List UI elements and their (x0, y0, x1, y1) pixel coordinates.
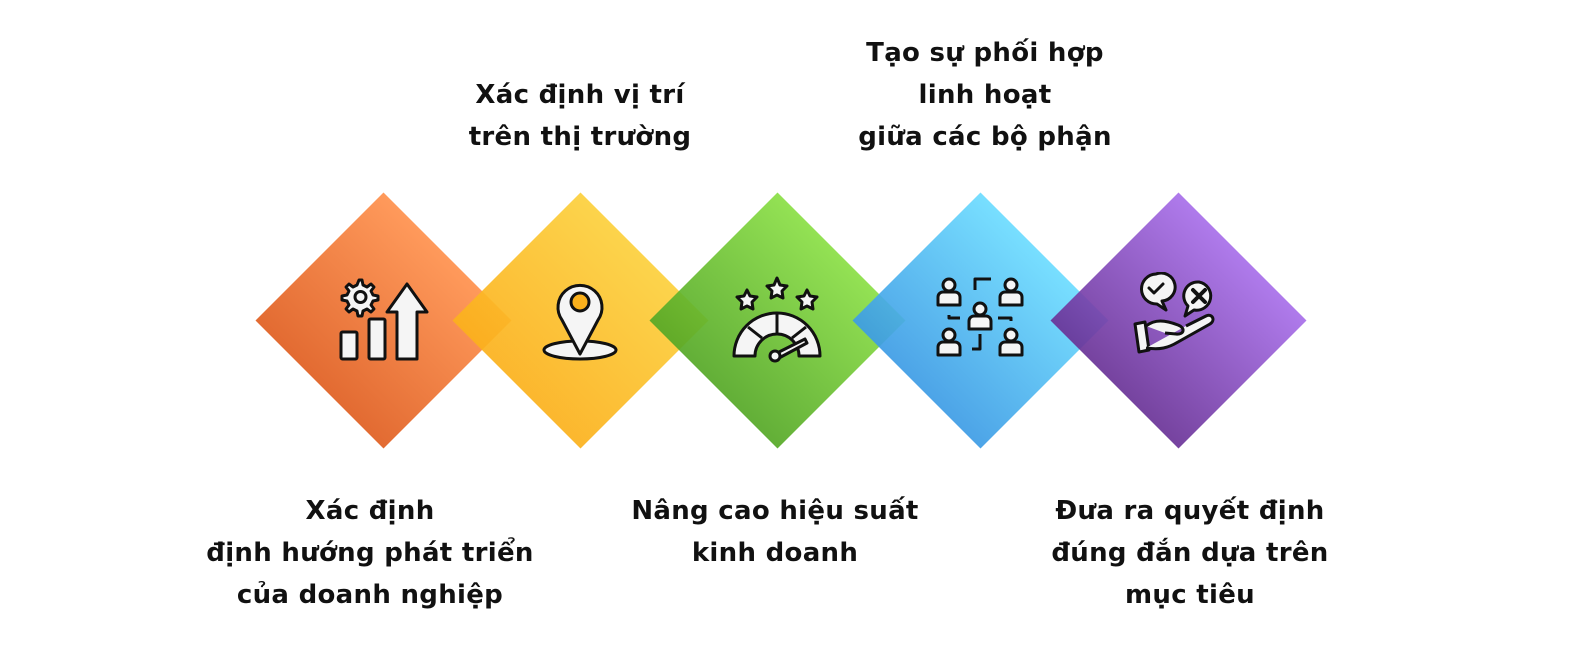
growth-chart-gear-icon (335, 272, 431, 368)
label-item-2: Xác định vị trí trên thị trường (468, 80, 692, 152)
performance-gauge-stars-icon (729, 272, 825, 368)
team-network-icon (932, 272, 1028, 368)
label-item-5: Đưa ra quyết định đúng đắn dựa trên mục … (1051, 496, 1329, 610)
location-pin-icon (532, 272, 628, 368)
decision-hand-icon (1130, 272, 1226, 368)
label-item-1: Xác định định hướng phát triển của doanh… (206, 496, 534, 610)
label-item-3: Nâng cao hiệu suất kinh doanh (631, 496, 919, 568)
label-item-4: Tạo sự phối hợp linh hoạt giữa các bộ ph… (858, 38, 1112, 152)
